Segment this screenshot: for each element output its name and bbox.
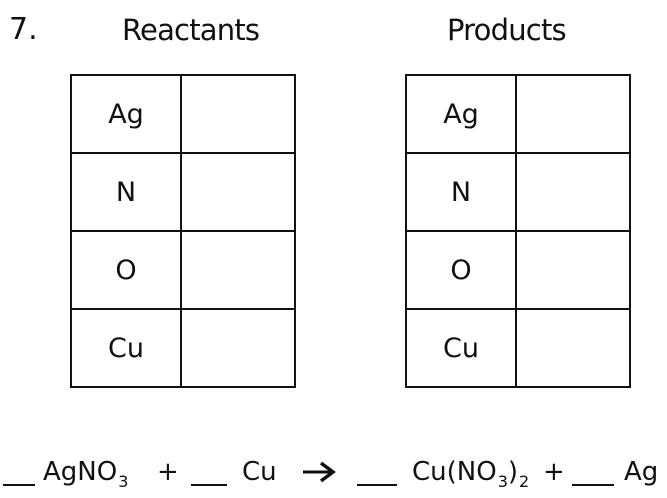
- reactants-heading: Reactants: [122, 13, 260, 47]
- atom-count-cell[interactable]: [180, 308, 296, 388]
- reactants-table: Ag N O Cu: [70, 74, 296, 388]
- table-row: Cu: [405, 308, 631, 388]
- coefficient-blank-2[interactable]: [191, 452, 227, 498]
- element-cell: N: [405, 152, 517, 232]
- term-agno3: AgNO3: [43, 457, 129, 491]
- products-heading: Products: [447, 13, 567, 47]
- term-cu-no3-2: Cu(NO3)2: [412, 457, 530, 491]
- atom-count-cell[interactable]: [515, 308, 631, 388]
- problem-number: 7.: [9, 12, 38, 47]
- element-cell: O: [405, 230, 517, 310]
- atom-count-cell[interactable]: [180, 74, 296, 154]
- chemical-equation: AgNO3 + Cu Cu(NO3)2 + Ag: [0, 452, 667, 492]
- table-row: N: [70, 152, 296, 232]
- coefficient-blank-4[interactable]: [572, 452, 614, 498]
- table-row: Ag: [70, 74, 296, 154]
- element-cell: Cu: [405, 308, 517, 388]
- table-row: O: [405, 230, 631, 310]
- element-cell: Cu: [70, 308, 182, 388]
- element-cell: Ag: [70, 74, 182, 154]
- atom-count-cell[interactable]: [180, 230, 296, 310]
- atom-count-cell[interactable]: [515, 152, 631, 232]
- products-table: Ag N O Cu: [405, 74, 631, 388]
- term-cu: Cu: [242, 457, 277, 487]
- atom-count-cell[interactable]: [515, 74, 631, 154]
- element-cell: N: [70, 152, 182, 232]
- coefficient-blank-3[interactable]: [357, 452, 397, 498]
- table-row: Ag: [405, 74, 631, 154]
- table-row: N: [405, 152, 631, 232]
- coefficient-blank-1[interactable]: [3, 452, 35, 498]
- plus-sign: +: [543, 457, 565, 487]
- atom-count-cell[interactable]: [515, 230, 631, 310]
- term-ag: Ag: [624, 457, 659, 487]
- plus-sign: +: [157, 457, 179, 487]
- table-row: O: [70, 230, 296, 310]
- atom-count-cell[interactable]: [180, 152, 296, 232]
- table-row: Cu: [70, 308, 296, 388]
- element-cell: Ag: [405, 74, 517, 154]
- element-cell: O: [70, 230, 182, 310]
- right-arrow-icon: [302, 452, 336, 483]
